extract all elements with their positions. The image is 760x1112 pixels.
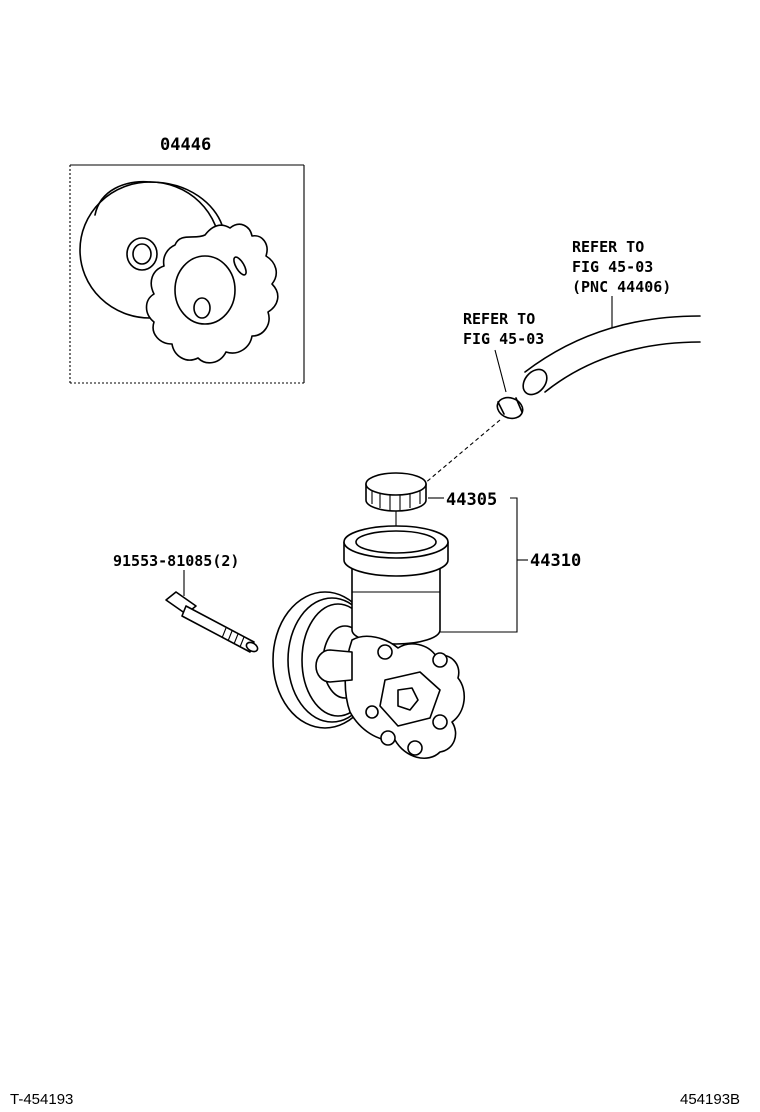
reservoir-cap-group: 44305 (365, 472, 497, 536)
gasket-kit-group: 04446 (69, 135, 305, 384)
pump-bolt-5 (407, 740, 423, 756)
pump-leader-bracket (440, 497, 518, 633)
clamp-ref-line2[interactable]: FIG 45-03 (463, 330, 544, 348)
kit-part-number[interactable]: 04446 (160, 135, 211, 155)
mounting-bolt-group: 91553-81085(2) (113, 552, 259, 653)
pump-bolt-1 (432, 652, 448, 668)
pump-bolt-2 (377, 644, 393, 660)
pump-bolt-4 (380, 730, 396, 746)
gasket-bolt-hole (193, 297, 211, 319)
hose-ref-line2[interactable]: FIG 45-03 (572, 258, 653, 276)
cap-part-number[interactable]: 44305 (446, 490, 497, 510)
pump-flange (379, 671, 441, 727)
cap-top (365, 472, 427, 496)
pump-part-number[interactable]: 44310 (530, 551, 581, 571)
hose-end (522, 368, 548, 396)
clamp-leader (494, 349, 507, 393)
hose-ref-line3[interactable]: (PNC 44406) (572, 278, 671, 296)
clamp-group: REFER TO FIG 45-03 (404, 310, 544, 501)
bolt-illustration (165, 591, 259, 653)
hose-illustration (524, 315, 701, 393)
clamp-ref-line1[interactable]: REFER TO (463, 310, 535, 328)
hose-group: REFER TO FIG 45-03 (PNC 44406) (522, 238, 701, 396)
gasket-hole (174, 255, 236, 325)
clamp-illustration (496, 396, 524, 420)
hose-ref-line1[interactable]: REFER TO (572, 238, 644, 256)
pump-reservoir (343, 525, 449, 645)
diagram-code-right: 454193B (680, 1091, 740, 1108)
bolt-part-number[interactable]: 91553-81085(2) (113, 552, 239, 570)
pump-bolt-3 (432, 714, 448, 730)
gasket-slot (233, 256, 247, 276)
pump-port (315, 649, 353, 683)
diagram-code-left: T-454193 (10, 1091, 73, 1108)
power-steering-pump-group: 44310 (272, 497, 581, 760)
